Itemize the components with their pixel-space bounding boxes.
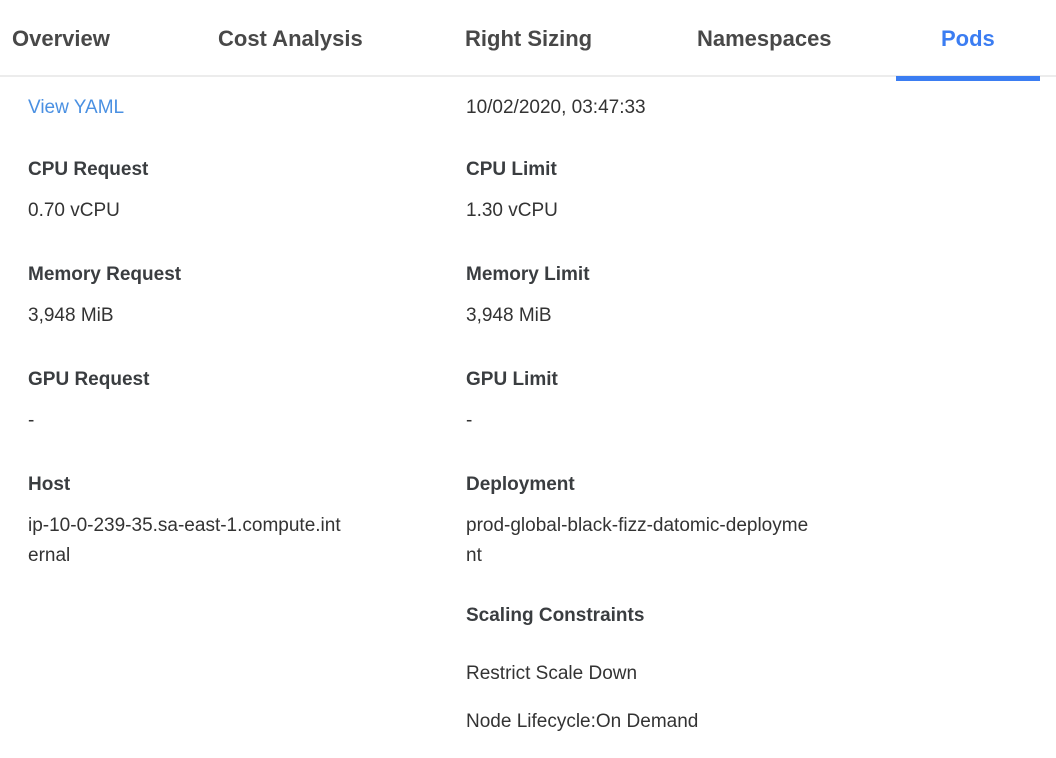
memory-limit-value: 3,948 MiB — [466, 305, 552, 326]
field-memory-limit: Memory Limit 3,948 MiB — [466, 262, 1036, 331]
host-link[interactable]: ip-10-0-239-35.sa-east-1.compute.interna… — [28, 515, 341, 566]
host-label: Host — [28, 474, 71, 495]
gpu-limit-value: - — [466, 410, 473, 431]
field-gpu-request: GPU Request - — [28, 367, 466, 436]
memory-request-value: 3,948 MiB — [28, 305, 114, 326]
last-seen-timestamp: 10/02/2020, 03:47:33 — [466, 97, 646, 118]
deployment-label: Deployment — [466, 474, 575, 495]
memory-request-label: Memory Request — [28, 264, 182, 285]
scaling-constraint-node-lifecycle: Node Lifecycle:On Demand — [466, 711, 699, 732]
pod-details-panel: View YAML CPU Request 0.70 vCPU Memory R… — [0, 77, 1056, 757]
gpu-request-value: - — [28, 410, 35, 431]
field-deployment: Deployment prod-global-black-fizz-datomi… — [466, 472, 1036, 571]
deployment-link[interactable]: prod-global-black-fizz-datomic-deploymen… — [466, 515, 809, 566]
tab-overview[interactable]: Overview — [12, 25, 110, 51]
cpu-limit-label: CPU Limit — [466, 159, 557, 180]
field-gpu-limit: GPU Limit - — [466, 367, 1036, 436]
left-column: View YAML CPU Request 0.70 vCPU Memory R… — [28, 95, 466, 757]
gpu-limit-label: GPU Limit — [466, 369, 558, 390]
field-cpu-limit: CPU Limit 1.30 vCPU — [466, 157, 1036, 226]
view-yaml-link[interactable]: View YAML — [28, 97, 125, 118]
cpu-limit-value: 1.30 vCPU — [466, 200, 558, 221]
right-column: 10/02/2020, 03:47:33 CPU Limit 1.30 vCPU… — [466, 95, 1036, 757]
memory-limit-label: Memory Limit — [466, 264, 590, 285]
field-host: Host ip-10-0-239-35.sa-east-1.compute.in… — [28, 472, 466, 571]
cpu-request-value: 0.70 vCPU — [28, 200, 120, 221]
tab-bar: Overview Cost Analysis Right Sizing Name… — [0, 0, 1056, 77]
tab-namespaces[interactable]: Namespaces — [697, 25, 832, 51]
tab-right-sizing[interactable]: Right Sizing — [465, 25, 593, 51]
tab-pods[interactable]: Pods — [941, 0, 995, 77]
scaling-constraint-restrict-scale-down: Restrict Scale Down — [466, 663, 638, 684]
scaling-constraints-heading: Scaling Constraints — [466, 605, 645, 626]
field-memory-request: Memory Request 3,948 MiB — [28, 262, 466, 331]
cpu-request-label: CPU Request — [28, 159, 149, 180]
field-cpu-request: CPU Request 0.70 vCPU — [28, 157, 466, 226]
gpu-request-label: GPU Request — [28, 369, 150, 390]
tab-cost-analysis[interactable]: Cost Analysis — [218, 25, 363, 51]
